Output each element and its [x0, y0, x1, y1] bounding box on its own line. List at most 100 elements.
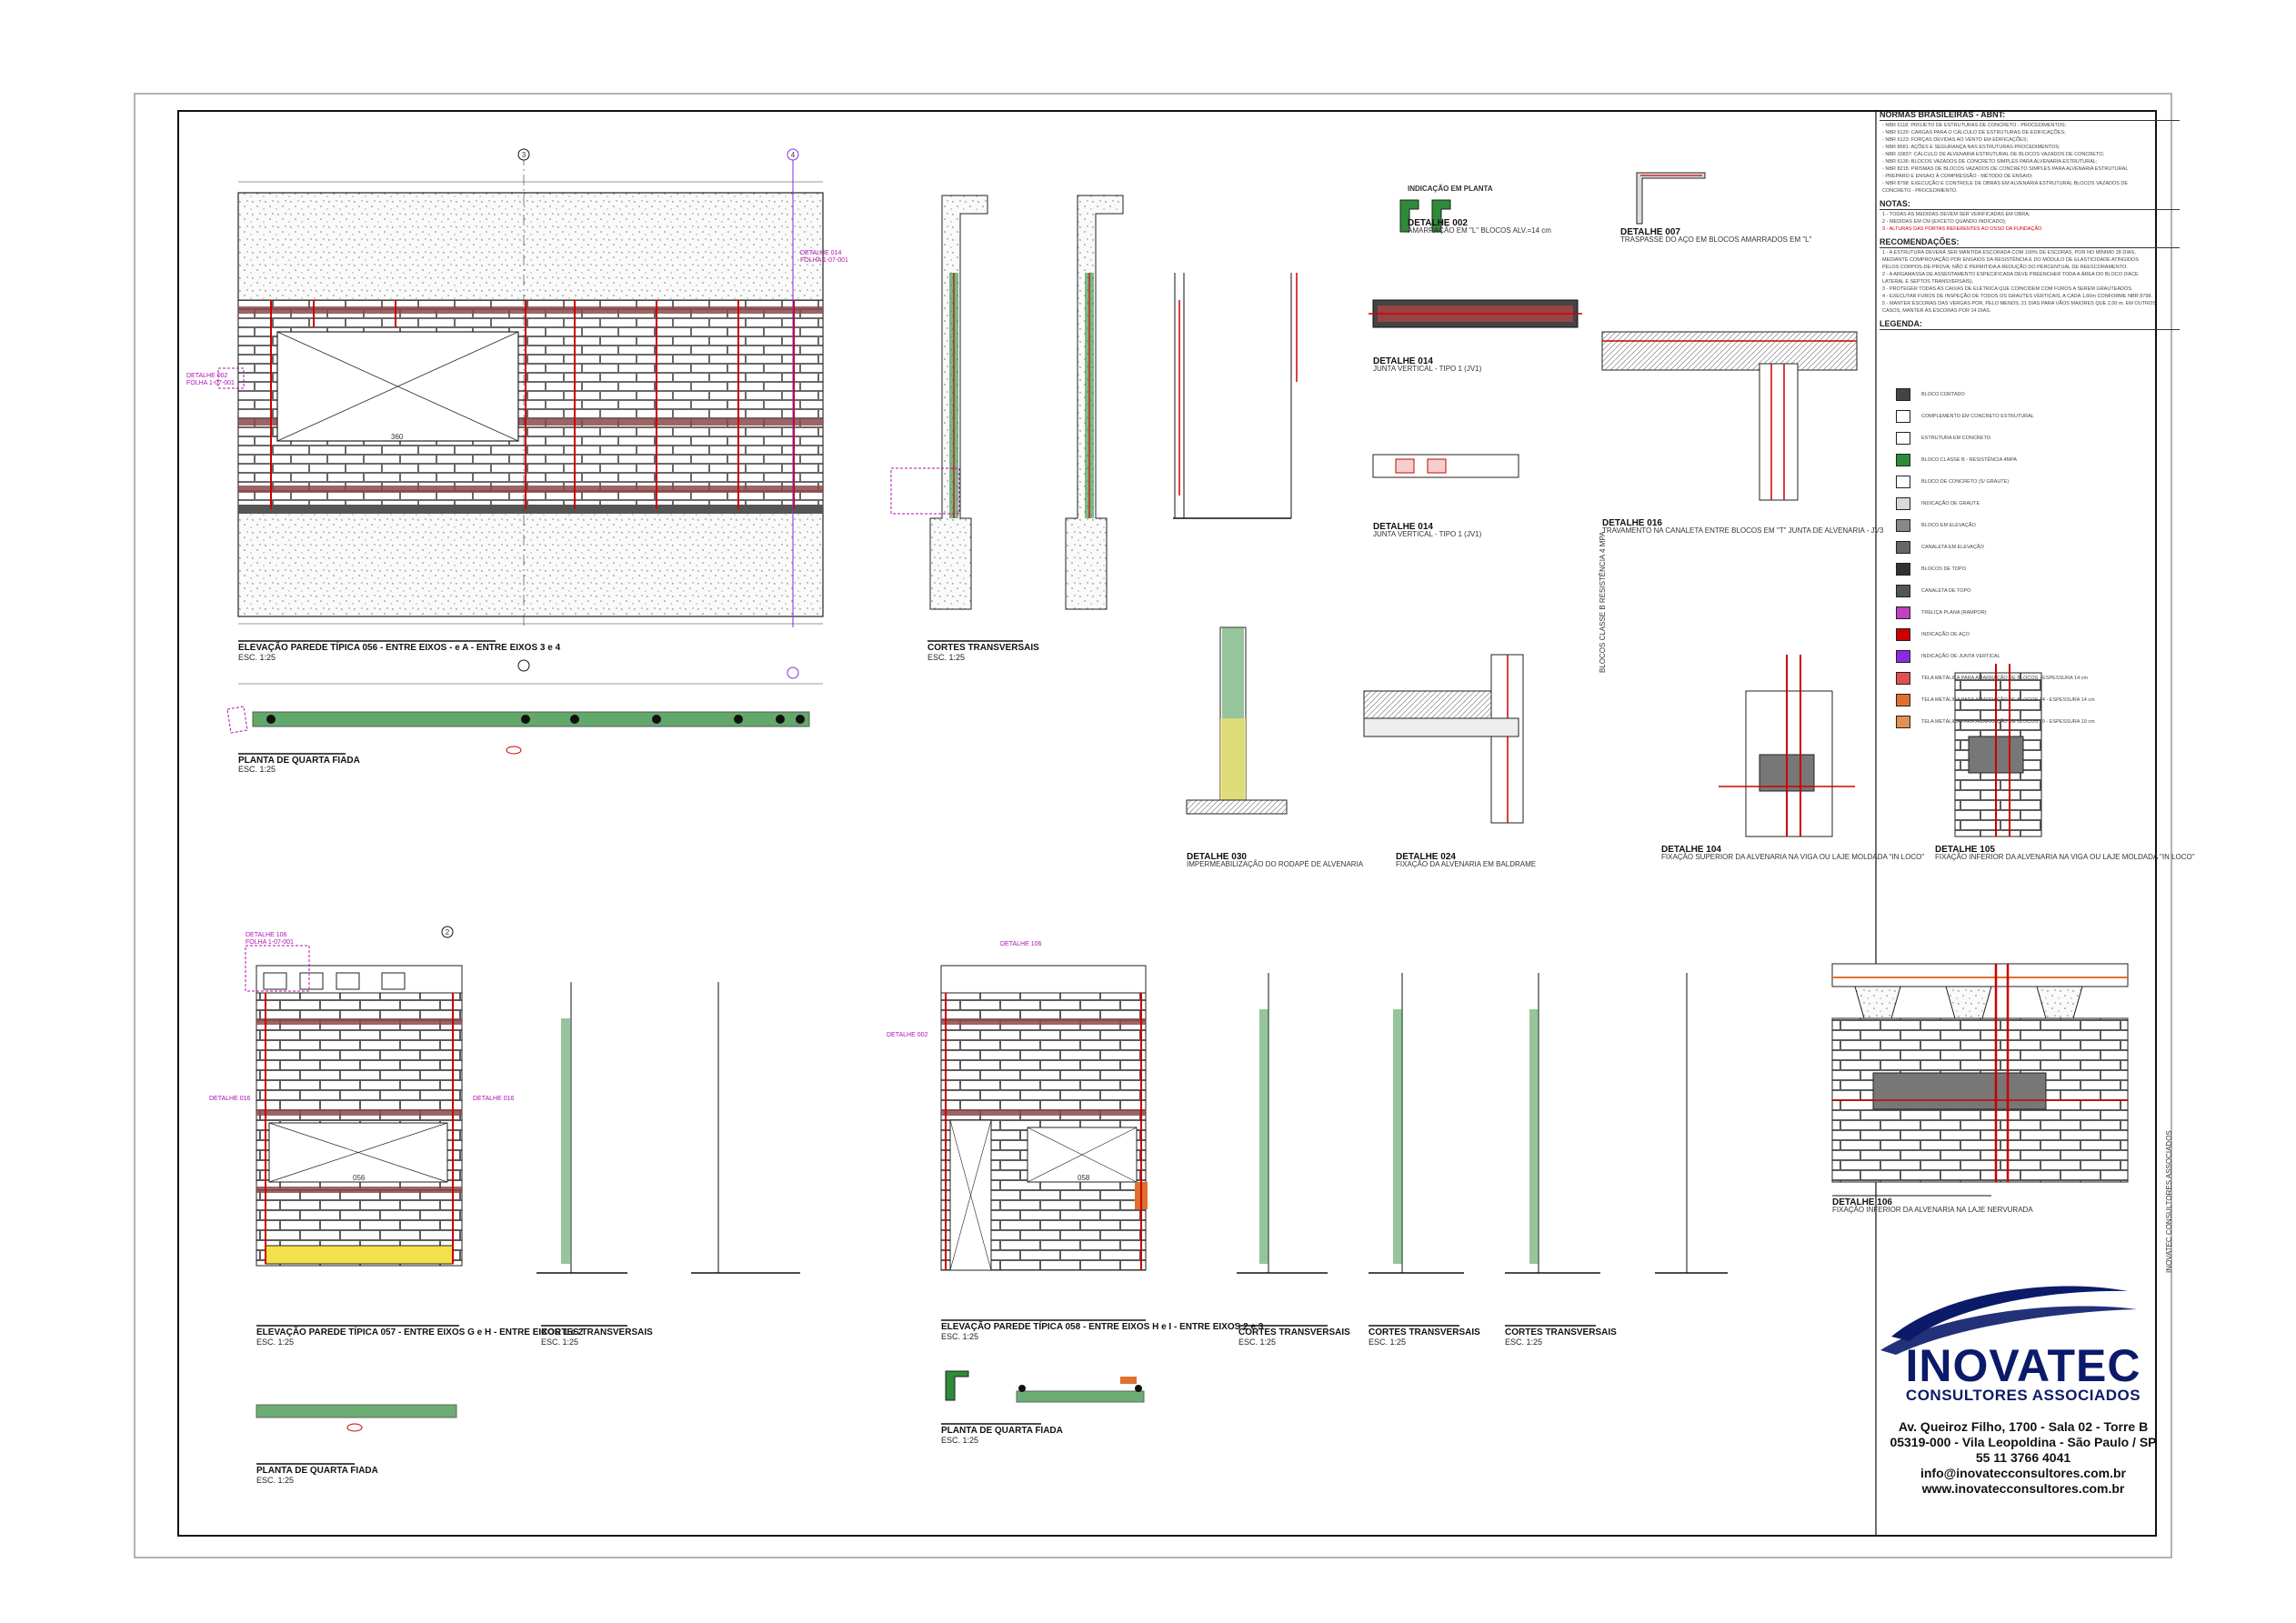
note-line-highlight: 3 - ALTURAS DAS PORTAS REFERENTES AO OSS…	[1882, 226, 2042, 232]
inner-border	[177, 110, 2157, 1537]
detalhe-105-sub: FIXAÇÃO INFERIOR DA ALVENARIA NA VIGA OU…	[1935, 853, 2195, 861]
svg-text:360: 360	[391, 433, 404, 441]
ref-detalhe-106-a[interactable]: DETALHE 106	[246, 932, 286, 938]
legend-item: BLOCO DE CONCRETO (S/ GRAUTE)	[1896, 471, 2160, 493]
note-line: - NBR 8681: AÇÕES E SEGURANÇA NAS ESTRUT…	[1882, 145, 2060, 150]
recomendacoes-title: RECOMENDAÇÕES:	[1880, 236, 2180, 248]
legend-label: INDICAÇÃO DE AÇO	[1921, 632, 1970, 637]
cortes-058a-scale: ESC. 1:25	[1238, 1337, 1276, 1347]
elevation-057: 056 DETALHE 106 FOLHA 1-07-001 DETALHE 0…	[209, 926, 800, 1485]
planta-057-title: PLANTA DE QUARTA FIADA	[256, 1466, 378, 1476]
detalhe-106-sub: FIXAÇÃO INFERIOR DA ALVENARIA NA LAJE NE…	[1832, 1206, 2033, 1214]
detalhe-016-sub: TRAVAMENTO NA CANALETA ENTRE BLOCOS EM "…	[1602, 526, 1884, 535]
cortes-058b-scale: ESC. 1:25	[1369, 1337, 1406, 1347]
ref-detalhe-016-a[interactable]: DETALHE 016	[209, 1096, 250, 1102]
legend-label: INDICAÇÃO DE GRAUTE	[1921, 501, 1980, 506]
legend-item: TRELIÇA PLANA (RAMPOR)	[1896, 602, 2160, 624]
legend-label: BLOCO CORTADO	[1921, 392, 1965, 397]
indicacao-em-planta-label: INDICAÇÃO EM PLANTA	[1408, 185, 1493, 193]
legend-swatch	[1896, 497, 1910, 510]
legend-label: TRELIÇA PLANA (RAMPOR)	[1921, 610, 1987, 616]
ref-folha: FOLHA 1-07-001	[186, 380, 235, 386]
detalhe-104-sub: FIXAÇÃO SUPERIOR DA ALVENARIA NA VIGA OU…	[1661, 853, 1924, 861]
legend-swatch	[1896, 454, 1910, 466]
detalhe-014a-title: DETALHE 014	[1373, 356, 1433, 366]
planta-056-title: PLANTA DE QUARTA FIADA	[238, 756, 360, 766]
company-name: INOVATEC	[1905, 1340, 2141, 1391]
details-top-middle: INDICAÇÃO EM PLANTA DETALHE 002 AMARRAÇÃ…	[1369, 172, 1884, 538]
legend-swatch	[1896, 541, 1910, 554]
ref-detalhe-002-b[interactable]: DETALHE 002	[887, 1032, 927, 1038]
legend-swatch	[1896, 476, 1910, 488]
detalhe-024-title: DETALHE 024	[1396, 852, 1456, 862]
note-line: 2 - A ARGAMASSA DE ASSENTAMENTO ESPECIFI…	[1882, 272, 2139, 277]
company-address-line2: 05319-000 - Vila Leopoldina - São Paulo …	[1890, 1435, 2157, 1449]
note-line: - NBR 6123: FORÇAS DEVIDAS AO VENTO EM E…	[1882, 137, 2029, 143]
legend-item: ESTRUTURA EM CONCRETO	[1896, 427, 2160, 449]
legend-item: BLOCO CORTADO	[1896, 384, 2160, 406]
ref-detalhe-002[interactable]: DETALHE 002	[186, 373, 227, 379]
note-line: CONCRETO - PROCEDIMENTO.	[1882, 188, 1958, 194]
legend-item: INDICAÇÃO DE JUNTA VERTICAL	[1896, 646, 2160, 667]
details-middle-row: DETALHE 030 IMPERMEABILIZAÇÃO DO RODAPÉ …	[1186, 531, 2195, 868]
legend-item: TELA METÁLICA PARA AMARRAÇÃO DE BLOCOS 1…	[1896, 689, 2160, 711]
note-line: 3 - PROTEGER TODAS AS CAIXAS DE ELÉTRICA…	[1882, 286, 2133, 292]
detalhe-104-title: DETALHE 104	[1661, 845, 1721, 855]
legend: BLOCO CORTADO COMPLEMENTO EM CONCRETO EST…	[1896, 384, 2160, 733]
legend-item: INDICAÇÃO DE GRAUTE	[1896, 493, 2160, 515]
legend-item: BLOCO CLASSE B - RESISTÊNCIA 4MPA	[1896, 449, 2160, 471]
ref-detalhe-106-b[interactable]: DETALHE 106	[1000, 941, 1041, 947]
cortes-058a-title: CORTES TRANSVERSAIS	[1238, 1327, 1350, 1337]
legend-item: CANALETA DE TOPO	[1896, 580, 2160, 602]
elevation-057-scale: ESC. 1:25	[256, 1337, 294, 1347]
company-website-link[interactable]: www.inovatecconsultores.com.br	[1921, 1481, 2125, 1496]
planta-056: PLANTA DE QUARTA FIADA ESC. 1:25	[226, 659, 823, 774]
cortes-058c-title: CORTES TRANSVERSAIS	[1505, 1327, 1617, 1337]
company-block: INOVATEC CONSULTORES ASSOCIADOS Av. Quei…	[1882, 1287, 2164, 1505]
ref-detalhe-016-b[interactable]: DETALHE 016	[473, 1096, 514, 1102]
legend-swatch	[1896, 606, 1910, 619]
company-tagline: CONSULTORES ASSOCIADOS	[1905, 1387, 2141, 1404]
note-line: - NBR 6136: BLOCOS VAZADOS DE CONCRETO S…	[1882, 159, 2098, 165]
legend-label: TELA METÁLICA PARA AMARRAÇÃO DE BLOCOS 1…	[1921, 697, 2095, 703]
recomendacoes-list: 1 - A ESTRUTURA DEVERÁ SER MANTIDA ESCOR…	[1880, 249, 2180, 315]
note-line: MEDIANTE COMPROVAÇÃO POR ENSAIOS DA RESI…	[1882, 257, 2139, 263]
svg-text:INOVATEC CONSULTORES ASSOCIADO: INOVATEC CONSULTORES ASSOCIADOS	[2165, 1130, 2173, 1273]
blocos-classe-label: BLOCOS CLASSE B RESISTÊNCIA 4 MPA	[1599, 531, 1607, 673]
ref-detalhe-014[interactable]: DETALHE 014	[800, 250, 841, 256]
cortes-057-title: CORTES TRANSVERSAIS	[541, 1327, 653, 1337]
notas-title: NOTAS:	[1880, 198, 2180, 210]
axis-3-label: 3	[522, 151, 526, 159]
cortes-057-scale: ESC. 1:25	[541, 1337, 578, 1347]
legend-swatch	[1896, 716, 1910, 728]
company-phone: 55 11 3766 4041	[1975, 1450, 2071, 1465]
detalhe-106: DETALHE 106 FIXAÇÃO INFERIOR DA ALVENARI…	[1831, 963, 2129, 1214]
elevation-057-title: ELEVAÇÃO PAREDE TÍPICA 057 - ENTRE EIXOS…	[256, 1326, 584, 1337]
normas-title: NORMAS BRASILEIRAS - ABNT:	[1880, 109, 2180, 121]
legend-label: BLOCO CLASSE B - RESISTÊNCIA 4MPA	[1921, 457, 2018, 463]
outer-border	[134, 93, 2172, 1558]
legend-label: ESTRUTURA EM CONCRETO	[1921, 436, 1990, 441]
detalhe-014b-title: DETALHE 014	[1373, 522, 1433, 532]
legend-swatch	[1896, 519, 1910, 532]
elevation-058-title: ELEVAÇÃO PAREDE TÍPICA 058 - ENTRE EIXOS…	[941, 1320, 1264, 1332]
note-line: - NBR 6118: PROJETO DE ESTRUTURAS DE CON…	[1882, 123, 2067, 128]
inovatec-logo	[1880, 1286, 2137, 1355]
note-line: PELOS CORPOS-DE-PROVA; NÃO É PERMITIDA A…	[1882, 265, 2128, 270]
legend-label: BLOCO DE CONCRETO (S/ GRAUTE)	[1921, 479, 2010, 485]
legend-label: CANALETA EM ELEVAÇÃO	[1921, 545, 1984, 550]
legend-swatch	[1896, 585, 1910, 597]
detalhe-016-title: DETALHE 016	[1602, 518, 1662, 528]
company-email-link[interactable]: info@inovatecconsultores.com.br	[1920, 1466, 2127, 1480]
elevation-056-scale: ESC. 1:25	[238, 653, 276, 662]
cortes-056-title: CORTES TRANSVERSAIS	[927, 643, 1039, 653]
cortes-056: CORTES TRANSVERSAIS ESC. 1:25	[890, 195, 1124, 662]
legend-item: COMPLEMENTO EM CONCRETO ESTRUTURAL	[1896, 406, 2160, 427]
detalhe-030-title: DETALHE 030	[1187, 852, 1247, 862]
legend-label: TELA METÁLICA PARA AMARRAÇÃO DE BLOCOS 1…	[1921, 719, 2095, 725]
detalhe-014b-sub: JUNTA VERTICAL - TIPO 1 (JV1)	[1373, 530, 1482, 538]
note-line: 4 - EXECUTAR FUROS DE INSPEÇÃO DE TODOS …	[1882, 294, 2152, 299]
cortes-058b-title: CORTES TRANSVERSAIS	[1369, 1327, 1480, 1337]
notes-panel: NORMAS BRASILEIRAS - ABNT: - NBR 6118: P…	[1880, 109, 2180, 391]
note-line: - NBR 6120: CARGAS PARA O CÁLCULO DE EST…	[1882, 130, 2066, 135]
